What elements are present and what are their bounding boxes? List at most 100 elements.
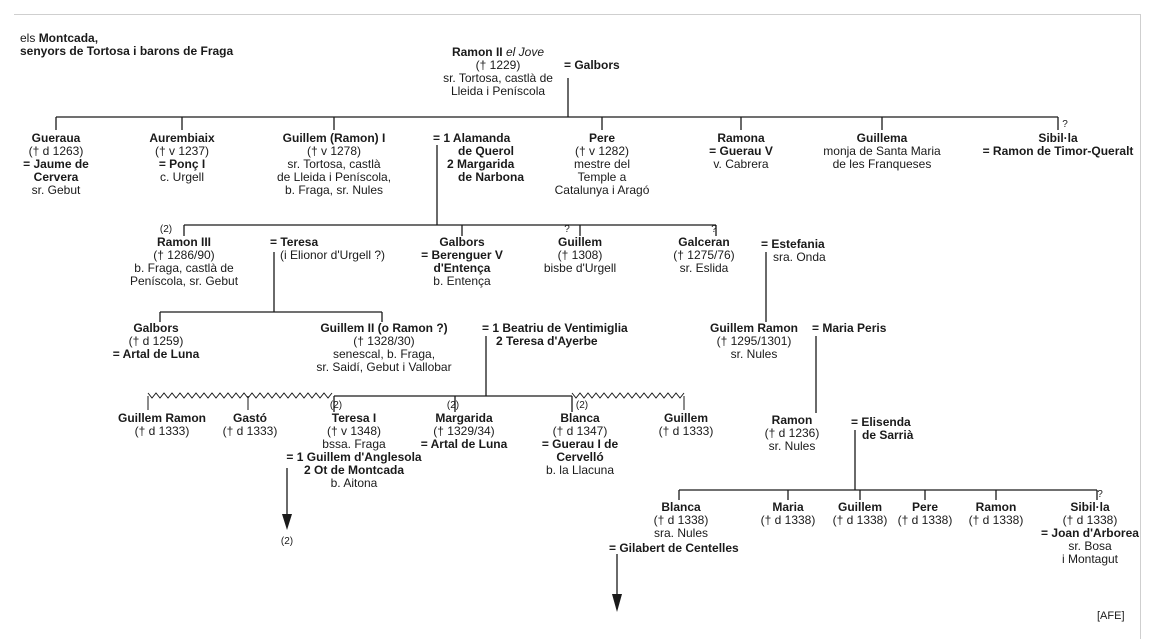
spouse-line: = 1 Beatriu de Ventimiglia — [482, 321, 628, 335]
person-line: Lleida i Peníscola — [450, 84, 546, 98]
person-line: senescal, b. Fraga, — [332, 347, 436, 361]
person-sibilla: Sibil·la = Ramon de Timor-Queralt — [983, 132, 1134, 158]
person-ramon-6: Ramon († d 1338) — [969, 501, 1024, 527]
spouse-line: = 1 Guillem d'Anglesola — [286, 450, 422, 464]
person-line: († d 1333) — [222, 424, 278, 438]
person-line: († d 1333) — [658, 424, 714, 438]
person-name: Ramon III — [156, 235, 211, 249]
person-line: v. Cabrera — [713, 157, 769, 171]
person-name: Guillem — [663, 411, 709, 425]
person-name: Teresa I — [331, 411, 377, 425]
person-galbors-luna: Galbors († d 1259) = Artal de Luna — [113, 322, 200, 361]
person-line: († d 1263) — [28, 144, 84, 158]
person-name: Gueraua — [31, 131, 81, 145]
spouse-line: de Sarrià — [862, 428, 914, 442]
person-line: de Lleida i Peníscola, — [276, 170, 392, 184]
uncertain-mark: ? — [711, 224, 717, 235]
person-guillem-6: Guillem († d 1338) — [833, 501, 888, 527]
person-line: († 1308) — [557, 248, 603, 262]
wavy-line-left — [147, 392, 333, 399]
person-line: († v 1282) — [574, 144, 630, 158]
person-name: Galceran — [678, 235, 730, 249]
uncertain-mark: ? — [1062, 119, 1068, 130]
spouse-line: = Elisenda — [851, 415, 911, 429]
person-line: sr. Nules — [730, 347, 778, 361]
person-line: († 1229) — [475, 58, 521, 72]
spouse-line: Cervelló — [556, 450, 604, 464]
spouse-line: = Ponç I — [158, 157, 206, 171]
person-sibilla-arborea: Sibil·la († d 1338) = Joan d'Arborea sr.… — [1041, 501, 1139, 566]
spouse-line: sra. Onda — [773, 250, 826, 264]
person-line: († v 1278) — [306, 144, 362, 158]
person-name: Margarida — [435, 411, 493, 425]
person-name: Aurembiaix — [149, 131, 215, 145]
person-line: b. Aitona — [330, 476, 378, 490]
person-name: Guillem — [837, 500, 883, 514]
arrow-centelles-head — [612, 594, 622, 612]
spouse-line: de Querol — [458, 144, 515, 158]
spouse-maria-peris: = Maria Peris — [812, 321, 887, 335]
person-name: Ramon — [771, 413, 813, 427]
marriage-2-mark: (2) — [446, 400, 460, 411]
chart-title: els Montcada, senyors de Tortosa i baron… — [20, 32, 233, 58]
person-line: († d 1259) — [128, 334, 184, 348]
person-name: Guillem Ramon — [117, 411, 207, 425]
person-line: sr. Eslida — [679, 261, 729, 275]
person-name: Sibil·la — [1038, 131, 1078, 145]
person-guillem-5: Guillem († d 1333) — [659, 412, 714, 438]
person-line: († d 1347) — [552, 424, 608, 438]
wavy-line-right — [571, 392, 685, 399]
person-line: († 1295/1301) — [716, 334, 792, 348]
person-guillem-ii: Guillem II (o Ramon ?) († 1328/30) senes… — [316, 322, 451, 374]
person-line: († v 1237) — [154, 144, 210, 158]
person-teresa-i: Teresa I († v 1348) bssa. Fraga = 1 Guil… — [286, 412, 421, 490]
person-line: sra. Nules — [653, 526, 709, 540]
spouse-line: = Joan d'Arborea — [1041, 526, 1139, 540]
person-name: Guillema — [856, 131, 908, 145]
spouse-name: = Teresa — [270, 235, 319, 249]
person-line: sr. Saidí, Gebut i Vallobar — [316, 360, 452, 374]
person-name: Pere — [588, 131, 616, 145]
person-name: Guillem Ramon — [709, 321, 799, 335]
person-line: b. la Llacuna — [545, 463, 615, 477]
person-line: b. Fraga, castlà de — [134, 261, 234, 275]
person-name: Ramon II — [451, 45, 503, 59]
person-line: sr. Tortosa, castlà de — [443, 71, 553, 85]
source-label: [AFE] — [1097, 610, 1125, 622]
marriage-2-mark: (2) — [329, 400, 343, 411]
person-gasto: Gastó († d 1333) — [223, 412, 278, 438]
person-gueraua: Gueraua († d 1263) = Jaume de Cervera sr… — [23, 132, 89, 197]
marriage-2-mark: (2) — [280, 536, 294, 547]
person-line: († d 1338) — [760, 513, 816, 527]
person-name: Pere — [911, 500, 939, 514]
person-line: sr. Bosa — [1068, 539, 1112, 553]
uncertain-mark: ? — [564, 224, 570, 235]
spouse-line: de Narbona — [458, 170, 525, 184]
marriage-2-mark: (2) — [575, 400, 589, 411]
spouse-line: d'Entença — [433, 261, 491, 275]
spouse-teresa: = Teresa (i Elionor d'Urgell ?) — [270, 236, 385, 262]
person-aurembiaix: Aurembiaix († v 1237) = Ponç I c. Urgell — [149, 132, 214, 184]
spouse-line: (i Elionor d'Urgell ?) — [280, 248, 385, 262]
person-name: Blanca — [661, 500, 701, 514]
person-name: Blanca — [560, 411, 600, 425]
person-ramona: Ramona = Guerau V v. Cabrera — [709, 132, 773, 171]
person-pere-6: Pere († d 1338) — [898, 501, 953, 527]
person-line: († 1275/76) — [673, 248, 735, 262]
person-line: Temple a — [577, 170, 627, 184]
person-line: († d 1333) — [134, 424, 190, 438]
person-galbors-entenca: Galbors = Berenguer V d'Entença b. Enten… — [421, 236, 503, 288]
person-name: Maria — [772, 500, 804, 514]
person-name: Ramona — [717, 131, 765, 145]
spouse-estefania: = Estefania sra. Onda — [761, 238, 826, 264]
spouse-line: = Guerau V — [709, 144, 773, 158]
person-line: († v 1348) — [326, 424, 382, 438]
person-margarida: Margarida († 1329/34) = Artal de Luna — [421, 412, 508, 451]
person-name: Guillem II (o Ramon ?) — [320, 321, 448, 335]
spouse-elisenda: = Elisenda de Sarrià — [851, 416, 913, 442]
spouse-name: = Estefania — [761, 237, 825, 251]
person-ramon-ii: Ramon II el Jove († 1229) sr. Tortosa, c… — [443, 46, 553, 98]
person-line: († 1286/90) — [153, 248, 215, 262]
person-line: Catalunya i Aragó — [554, 183, 650, 197]
